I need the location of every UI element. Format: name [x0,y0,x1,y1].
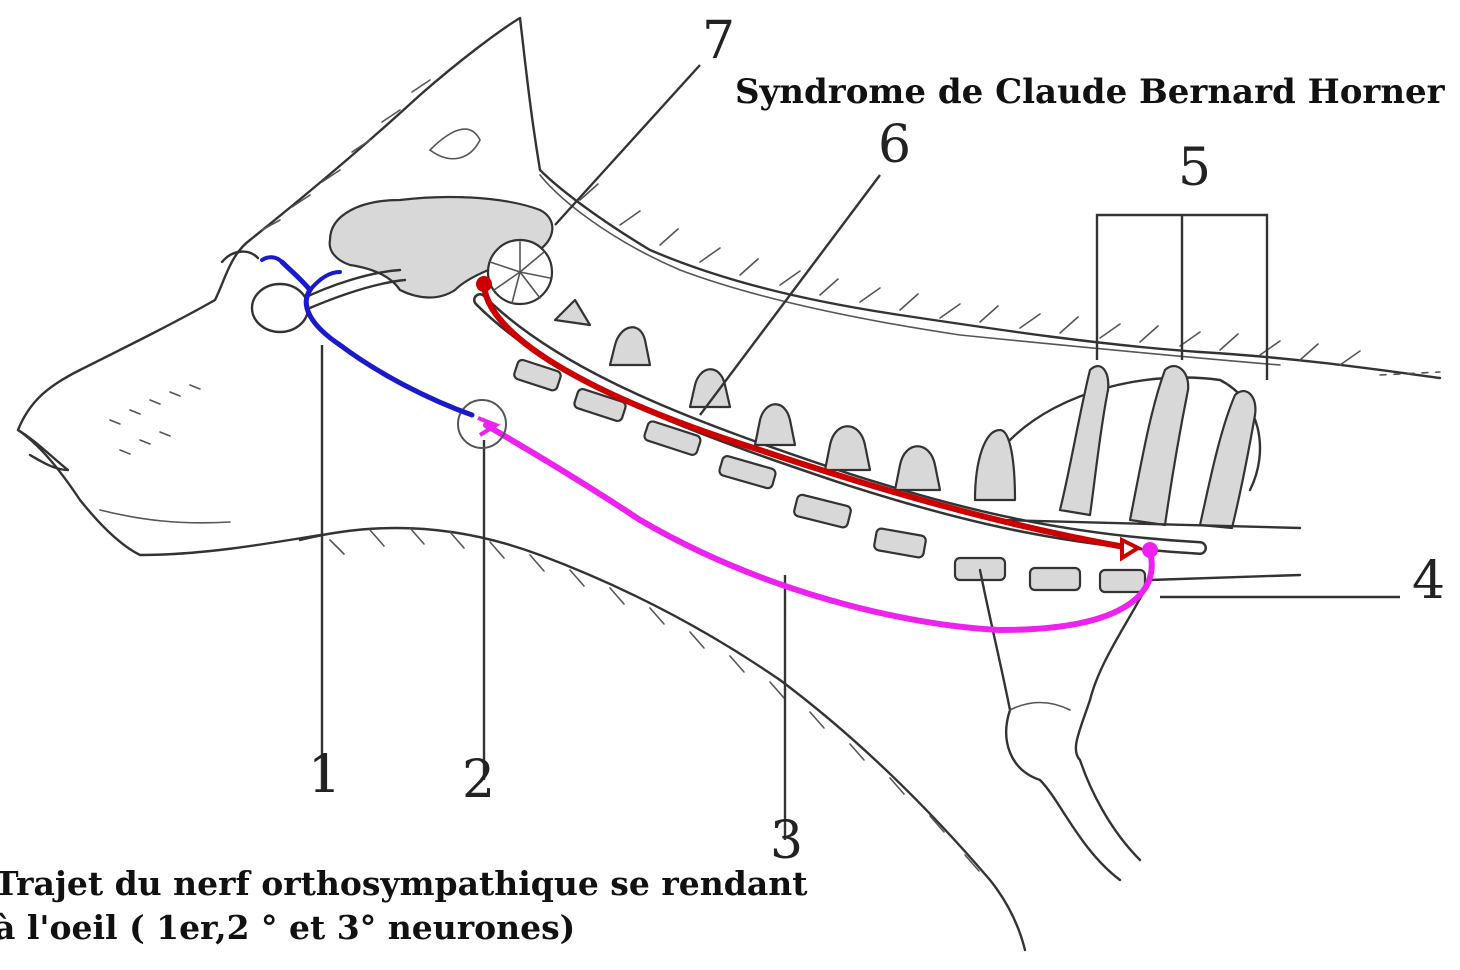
label-2: 2 [462,750,495,810]
label-4: 4 [1412,551,1445,611]
first-neuron-start [476,276,492,292]
caption-line-1: Trajet du nerf orthosympathique se renda… [0,862,894,906]
diagram-title: Syndrome de Claude Bernard Horner [735,72,1445,112]
forelimb [980,570,1150,880]
label-6: 6 [878,115,911,175]
label-7: 7 [702,11,735,71]
cerebellum [488,240,552,304]
second-neuron-end [1142,542,1158,558]
label-1: 1 [308,745,341,805]
eye [252,284,308,332]
caption-line-2: à l'oeil ( 1er,2 ° et 3° neurones) [0,906,894,950]
eyelid [222,252,258,262]
diagram-caption: Trajet du nerf orthosympathique se renda… [0,862,894,950]
label-5: 5 [1178,138,1211,198]
